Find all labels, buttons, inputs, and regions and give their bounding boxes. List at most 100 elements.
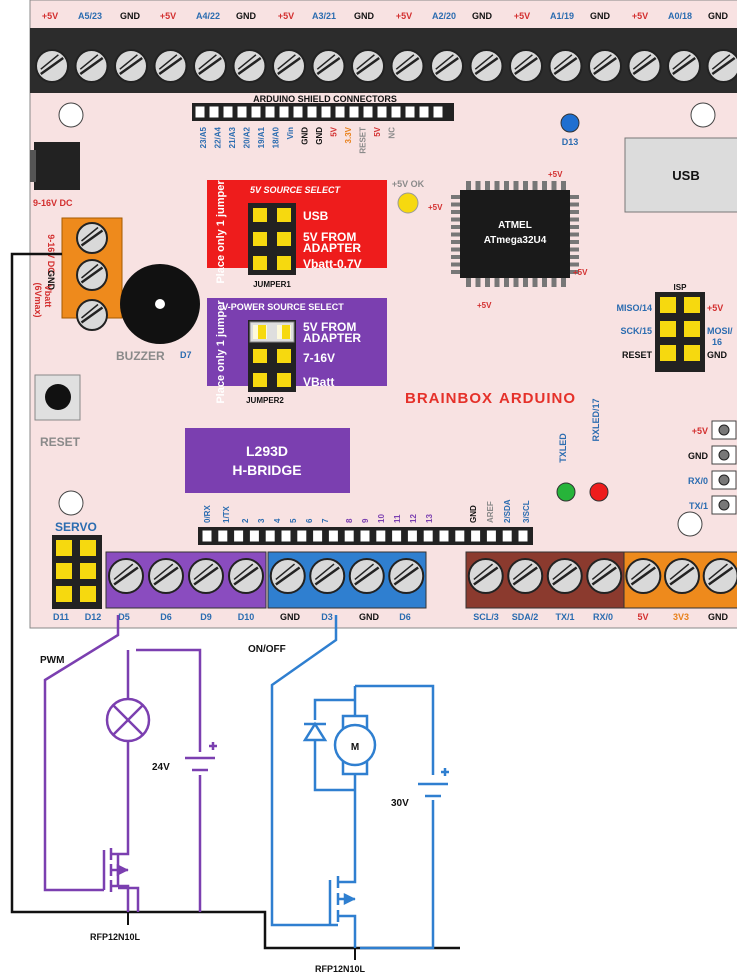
chip-pin xyxy=(551,181,557,190)
brown-terminal-label: TX/1 xyxy=(555,612,574,622)
chip-pin xyxy=(451,217,460,222)
header-pin xyxy=(375,529,387,543)
screw-slot xyxy=(593,54,612,70)
screw-slot xyxy=(113,563,134,580)
servo-label: D12 xyxy=(85,612,102,622)
purple-terminal-label: D10 xyxy=(238,612,255,622)
jumper-pin xyxy=(253,256,267,270)
chip-pin xyxy=(570,202,579,207)
chip-pin xyxy=(542,278,547,287)
chip-pin xyxy=(504,181,509,190)
isp-left-label: SCK/15 xyxy=(620,326,652,336)
blue-terminal-label: D6 xyxy=(399,612,411,622)
screw-slot xyxy=(473,563,494,580)
shield-pin-label: 20/A2 xyxy=(243,126,252,148)
header-pin xyxy=(327,529,339,543)
digital-pin-label: 4 xyxy=(273,518,282,523)
screw-slot xyxy=(356,56,380,76)
header-pin xyxy=(362,105,374,119)
shield-pin-label: GND xyxy=(301,127,310,145)
chip-pin xyxy=(451,232,460,237)
chip-pin xyxy=(451,195,460,199)
reset-button[interactable] xyxy=(45,384,71,410)
header-pin xyxy=(296,529,308,543)
onoff-diode xyxy=(302,721,328,760)
power-terminal-label-vmax: (6Vmax) xyxy=(33,282,43,317)
pwm-circuit xyxy=(43,615,202,912)
led-rx xyxy=(589,482,609,502)
usb-label: USB xyxy=(672,168,699,183)
top-terminal-label: A2/20 xyxy=(432,11,456,21)
purple-terminal-label: D9 xyxy=(200,612,212,622)
header-pin xyxy=(418,105,430,119)
top-terminal-label: +5V xyxy=(42,11,58,21)
screw-slot xyxy=(237,56,262,76)
screw-slot xyxy=(193,566,219,586)
isp-title: ISP xyxy=(674,283,688,292)
power-terminal-screws xyxy=(76,222,108,331)
jumper2-title: V-POWER SOURCE SELECT xyxy=(222,302,344,312)
chip-pin xyxy=(532,181,538,190)
jumper-pin xyxy=(253,373,267,387)
led-tx xyxy=(556,482,576,502)
header-pin xyxy=(376,105,388,119)
screw-slot xyxy=(81,226,99,242)
screw-slot xyxy=(669,563,690,580)
rxled-label: RXLED/17 xyxy=(591,398,601,441)
atmel-pins xyxy=(451,181,579,287)
header-pin xyxy=(222,105,234,119)
chip-pin xyxy=(523,181,528,190)
usb-connector xyxy=(624,137,737,213)
servo-pin xyxy=(56,540,72,556)
blue-terminal-label: GND xyxy=(280,612,301,622)
uart-pin-label: TX/1 xyxy=(689,501,708,511)
mounting-hole xyxy=(58,490,84,516)
top-terminal-label: GND xyxy=(590,11,611,21)
header-pin xyxy=(264,529,276,543)
jumper2-pins xyxy=(248,320,296,392)
onoff-mosfet-label: RFP12N10L xyxy=(315,964,366,974)
digital-pin-label: 2/SDA xyxy=(503,499,512,523)
jumper-pin xyxy=(277,232,291,246)
screw-slot xyxy=(316,56,341,76)
orange-terminal-label: 5V xyxy=(637,612,648,622)
chip-pin xyxy=(451,240,460,244)
servo-label: D11 xyxy=(53,612,69,622)
screw-slot xyxy=(672,54,691,70)
jumper1-box xyxy=(207,180,387,268)
jumper2-side: Place only 1 jumper xyxy=(215,300,227,404)
servo-pin xyxy=(80,586,96,602)
chip-pin xyxy=(466,278,471,287)
digital-pin-label: 12 xyxy=(409,514,418,523)
onoff-motor xyxy=(333,714,377,776)
chip-pin xyxy=(542,181,547,190)
jumper-pin xyxy=(253,232,267,246)
jumper2-option: 7-16V xyxy=(303,351,335,365)
screw-slot xyxy=(158,56,183,76)
top-terminal-label: +5V xyxy=(278,11,294,21)
top-terminal-label: A3/21 xyxy=(312,11,336,21)
chip-pin xyxy=(570,262,579,267)
orange-terminal-label: 3V3 xyxy=(673,612,689,622)
jumper1-pins xyxy=(248,203,296,275)
mounting-hole xyxy=(58,102,84,128)
chip-pin xyxy=(504,278,509,287)
buzzer-id: D7 xyxy=(180,350,192,360)
chip-pin xyxy=(570,270,579,274)
screw-slot xyxy=(708,566,734,586)
onoff-label: ON/OFF xyxy=(248,644,286,655)
digital-pin-label: 5 xyxy=(289,518,298,523)
chip-pin xyxy=(570,232,579,237)
screw-slot xyxy=(80,306,104,324)
jumper-pin xyxy=(282,325,290,339)
shield-pin-label: NC xyxy=(388,127,397,139)
screw-slot xyxy=(354,563,375,580)
top-terminal-label: GND xyxy=(354,11,375,21)
jumper-pin xyxy=(253,208,267,222)
power-jack xyxy=(34,142,80,190)
shield-pin-label: 5V xyxy=(330,126,339,136)
chip-pin xyxy=(451,255,460,259)
